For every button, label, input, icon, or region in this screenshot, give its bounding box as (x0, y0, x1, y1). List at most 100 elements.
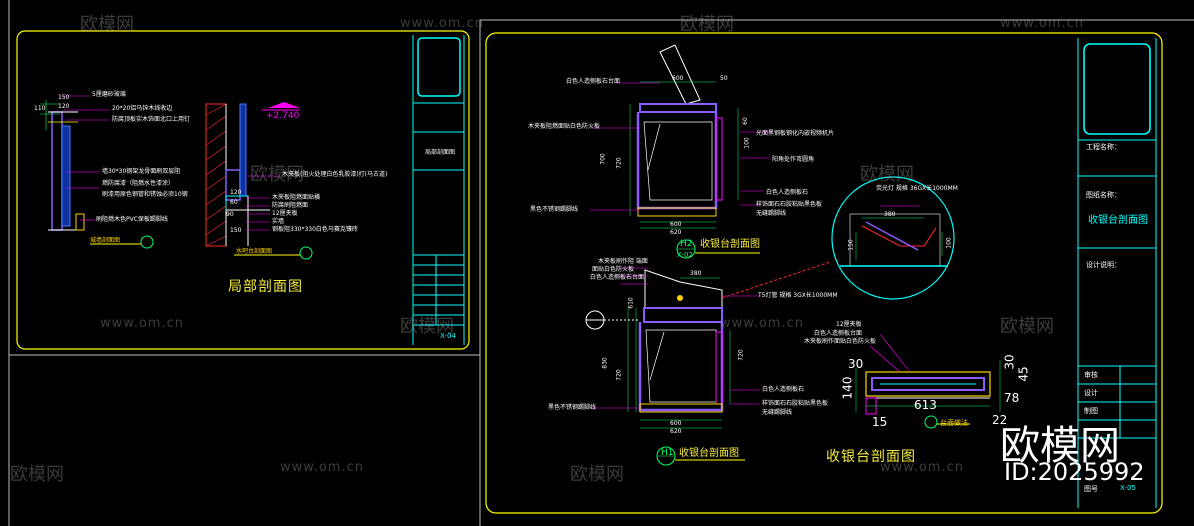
dim-label: 100 (743, 137, 751, 149)
dim-label: 830 (601, 357, 609, 369)
note-b: 木夹板(阻火处理白色乳胶漆)打(马古道) (282, 171, 388, 178)
note-h1: 木夹板刷作面贴白色防火板 (804, 338, 877, 345)
dim-label: 613 (914, 398, 937, 412)
model-space-borders (8, 0, 1194, 526)
brand-overlay-id: ID:2025992 (1004, 458, 1145, 486)
note-h1: T5灯管 规格 3GX长1000MM (758, 292, 838, 299)
note-a: 20*20铝马锌木线收边 (112, 105, 173, 112)
dim-label: 610 (627, 297, 635, 309)
watermark-url: www.om.cn (280, 460, 364, 475)
watermark-brand: 欧模网 (1000, 316, 1054, 337)
tb-label: 设计 (1084, 389, 1098, 397)
dim-label: 90 (226, 211, 234, 218)
note-h2: 无缝踢脚线 (756, 210, 787, 217)
note-h1: 黑色不锈钢踢脚线 (548, 404, 597, 411)
tag-x02: X-02 (677, 251, 693, 259)
dim-label: 620 (670, 229, 682, 236)
note-h1: 白色人造侧板台面 (814, 330, 863, 337)
dim-label: 620 (670, 428, 682, 435)
right-sheet-number: X-05 (1120, 484, 1136, 492)
dim-label: 30 (848, 357, 864, 371)
dim-label: 15 (872, 415, 888, 429)
watermark-brand: 欧模网 (400, 316, 454, 337)
dim-label: 720 (615, 369, 623, 381)
note-b: 木夹板阻燃面贴横 (272, 194, 321, 201)
dim-label: 110 (34, 105, 46, 112)
detail-circle (831, 176, 955, 300)
brand-overlay-name: 欧模网 (1000, 423, 1120, 469)
note-h1: 面贴白色防火板 (592, 266, 635, 273)
dim-label: 100 (945, 237, 953, 249)
watermark-url: www.om.cn (720, 316, 804, 331)
dim-label: 380 (884, 211, 896, 218)
watermark-url: www.om.cn (1000, 16, 1084, 31)
tb-label: 设计说明： (1086, 261, 1121, 269)
dim-label: 150 (847, 239, 855, 251)
right-sheet-frame (485, 32, 1163, 514)
h1-section-drawing (585, 261, 831, 466)
left-sheet-frame (16, 30, 470, 350)
note-h1: 木夹板刷作阻 端面 (598, 258, 648, 265)
dim-label: 60 (741, 117, 749, 125)
left-sheet-number: X-04 (440, 332, 456, 340)
note-h2: 样饰面石石胶粘贴黑色板 (756, 201, 823, 208)
section-h1-label: 收银台剖面图 (679, 448, 739, 459)
tb-label: 制图 (1084, 407, 1098, 415)
watermark-url: www.om.cn (880, 460, 964, 475)
note-b: 钢板阻330*330白色马赛克镶砖 (272, 226, 358, 233)
detail-label: 台面做法 (940, 419, 968, 427)
note-b: 防腐刷阻燃面 (272, 202, 309, 209)
dim-label: 45 (1016, 366, 1031, 382)
section-a-label: 城墙剖面图 (90, 237, 121, 244)
watermark-brand: 欧模网 (680, 14, 734, 35)
watermark-brand: 欧模网 (10, 464, 64, 485)
note-h2: 黑色不锈钢踢脚线 (530, 206, 579, 213)
dim-label: 700 (599, 153, 607, 165)
dim-label: 50 (720, 75, 728, 82)
watermark-brand: 欧模网 (250, 164, 304, 185)
dim-label: 140 (840, 376, 855, 400)
dim-label: 380 (690, 270, 702, 277)
dim-label: 600 (670, 221, 682, 228)
left-sheet-title: 局部剖面图 (228, 279, 303, 295)
note-h1: 无缝踢脚线 (762, 409, 793, 416)
note-h2: 白色人造侧板右台面 (566, 78, 621, 85)
watermark-brand: 欧模网 (80, 14, 134, 35)
watermark-url: www.om.cn (400, 16, 484, 31)
dim-label: 600 (670, 420, 682, 427)
note-h2: 木夹板阻燃面贴白色防火板 (528, 123, 601, 130)
countertop-detail (855, 333, 1001, 429)
tag-h1: H1 (661, 448, 674, 458)
elevation-mark: +2.740 (266, 111, 300, 121)
note-a: 刷阻燃木色PVC保板踢脚线 (96, 216, 168, 223)
tb-label: 审核 (1084, 371, 1098, 379)
note-a: 燃防腐漆（阻燃水性漆涂） (102, 180, 175, 187)
right-sheet-title: 收银台剖面图 (826, 449, 916, 465)
watermark-brand: 欧模网 (570, 464, 624, 485)
note-b: 实墙 (272, 218, 285, 225)
left-section-a (40, 95, 154, 249)
note-b: 12厘夹板 (272, 210, 298, 217)
left-tb-drawing-name: 局部剖面图 (425, 149, 456, 156)
note-h1: 白色人造侧板右台面 (590, 274, 645, 281)
dim-label: 720 (737, 349, 745, 361)
note-a: 刷漆用原色钢管和锈蚀必须10钢 (102, 191, 188, 198)
tb-label: 图纸名称： (1086, 191, 1121, 199)
section-h2-label: 收银台剖面图 (700, 239, 760, 250)
h2-section-drawing (590, 44, 770, 259)
note-h1: 白色人造侧板石 (762, 386, 805, 393)
section-b-label: 水吧台剖面图 (236, 248, 273, 255)
dim-label: 600 (672, 75, 684, 82)
note-a: 5厘磨砂玻璃 (92, 91, 126, 98)
dim-label: 120 (58, 103, 70, 110)
note-h2: 阳角处作弯圆角 (772, 156, 815, 163)
note-h2: 光面黑钢板钢化内嵌视频机片 (756, 130, 835, 137)
dim-label: 720 (615, 157, 623, 169)
right-tb-drawing-name: 收银台剖面图 (1088, 215, 1148, 226)
note-a: 墙30*30钢架龙骨面刷双层阻 (102, 168, 181, 175)
dim-label: 22 (992, 413, 1008, 427)
tb-label: 工程名称： (1086, 143, 1121, 151)
dim-label: 150 (230, 227, 242, 234)
watermark-brand: 欧模网 (860, 164, 914, 185)
